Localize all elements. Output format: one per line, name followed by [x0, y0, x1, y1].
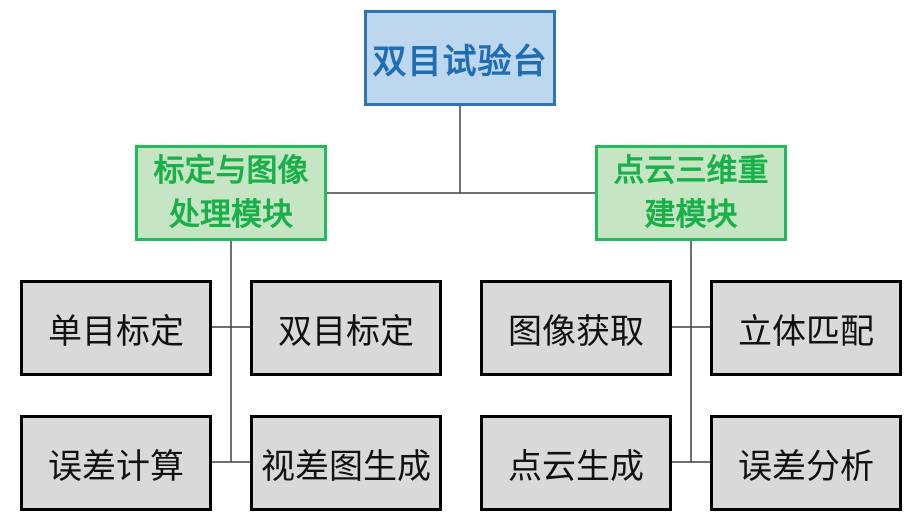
- leaf-label: 误差分析: [738, 446, 874, 487]
- leaf-node: 双目标定: [250, 280, 442, 376]
- root-node: 双目试验台: [364, 10, 556, 106]
- leaf-node: 立体匹配: [710, 280, 902, 376]
- leaf-label: 误差计算: [48, 446, 184, 487]
- leaf-label: 图像获取: [508, 311, 644, 352]
- root-label: 双目试验台: [372, 41, 548, 82]
- leaf-node: 误差分析: [710, 415, 902, 511]
- module-label: 点云三维重 建模块: [613, 153, 769, 233]
- leaf-label: 视差图生成: [261, 446, 431, 487]
- leaf-label: 立体匹配: [738, 311, 874, 352]
- leaf-node: 图像获取: [480, 280, 672, 376]
- module-node-calibration: 标定与图像 处理模块: [135, 145, 327, 241]
- module-label: 标定与图像 处理模块: [153, 153, 309, 233]
- leaf-label: 点云生成: [508, 446, 644, 487]
- leaf-node: 单目标定: [20, 280, 212, 376]
- leaf-label: 单目标定: [48, 311, 184, 352]
- leaf-node: 视差图生成: [250, 415, 442, 511]
- module-node-reconstruction: 点云三维重 建模块: [595, 145, 787, 241]
- leaf-node: 点云生成: [480, 415, 672, 511]
- leaf-node: 误差计算: [20, 415, 212, 511]
- leaf-label: 双目标定: [278, 311, 414, 352]
